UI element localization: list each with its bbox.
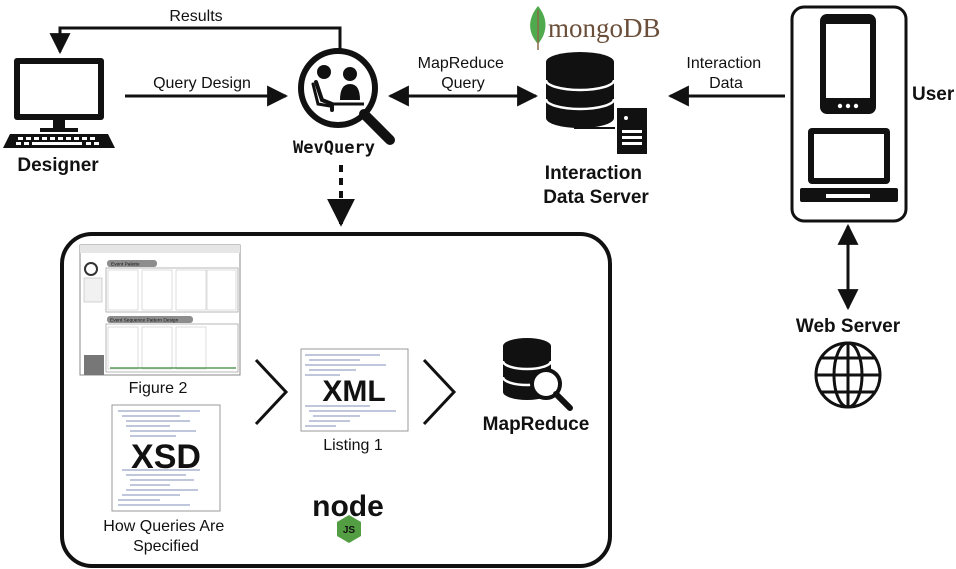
- mongodb-brand: mongoDB: [548, 13, 661, 43]
- mapreduce-query-line2: Query: [441, 75, 485, 92]
- interaction-data-line2: Data: [709, 75, 743, 92]
- mapreduce-database-icon: [501, 338, 573, 411]
- globe-icon: [814, 341, 882, 409]
- wevquery-label: WevQuery: [293, 138, 375, 158]
- chevron-right-icon: [254, 358, 289, 426]
- query-design-label: Query Design: [153, 75, 251, 92]
- web-server-label: Web Server: [796, 316, 901, 337]
- mapreduce-query-label: MapReduce Query: [418, 55, 509, 92]
- server-label-line1: Interaction: [545, 163, 642, 184]
- nodejs-hexagon-icon: [337, 515, 361, 543]
- interaction-data-label: Interaction Data: [686, 55, 765, 92]
- xml-text: XML: [322, 375, 385, 408]
- how-queries-line2: Specified: [133, 538, 199, 555]
- nodejs-js-text: JS: [343, 525, 356, 536]
- figure2-panel1-title: Event Palette: [111, 262, 140, 268]
- mapreduce-label: MapReduce: [483, 414, 590, 435]
- how-queries-line1: How Queries Are: [103, 518, 224, 535]
- results-label: Results: [169, 8, 222, 25]
- wevquery-magnifier-icon: [298, 48, 395, 145]
- xml-listing-thumbnail: [300, 348, 409, 432]
- figure2-panel2-title: Event Sequence Pattern Design: [110, 318, 179, 324]
- designer-computer-icon: [3, 58, 115, 148]
- figure2-thumbnail: Event Palette Event Sequence Pattern Des…: [79, 244, 241, 376]
- designer-label: Designer: [17, 155, 99, 176]
- listing1-label: Listing 1: [323, 437, 383, 454]
- database-server-icon: [544, 52, 647, 154]
- server-label: Interaction Data Server: [543, 163, 649, 208]
- smartphone-icon: [820, 14, 876, 114]
- xsd-text: XSD: [131, 438, 201, 476]
- interaction-data-line1: Interaction: [686, 55, 761, 72]
- mongodb-leaf-icon: [530, 6, 546, 50]
- laptop-icon: [800, 128, 898, 202]
- xsd-thumbnail: [111, 404, 221, 512]
- figure2-label: Figure 2: [129, 380, 188, 397]
- mapreduce-query-line1: MapReduce: [418, 55, 504, 72]
- how-queries-label: How Queries Are Specified: [103, 518, 228, 555]
- results-arrow: [49, 26, 342, 55]
- server-label-line2: Data Server: [543, 187, 649, 208]
- chevron-right-icon: [422, 358, 457, 426]
- user-label: User: [912, 84, 955, 105]
